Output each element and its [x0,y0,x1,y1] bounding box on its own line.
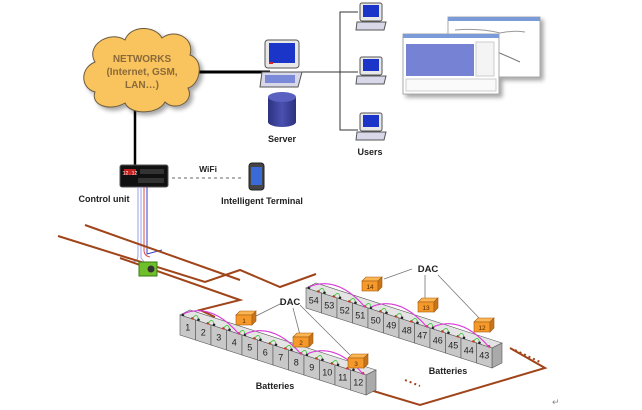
battery-cell-number: 44 [464,346,474,356]
user-computer-icon [355,56,387,85]
terminal-neg [197,318,200,322]
server-label: Server [268,134,297,144]
users-label: Users [357,147,382,157]
battery-cell-number: 46 [433,336,443,346]
control-unit-icon [119,164,169,188]
dac-module-number: 3 [354,361,358,368]
terminal-neg [321,358,324,362]
jumper-cable [370,303,428,328]
batteries-label-right: Batteries [429,366,468,376]
terminal-neg [323,291,326,295]
terminal-neg [228,328,231,332]
battery-string-right: 54 53 52 51 50 49 48 47 46 45 44 43 [305,282,503,369]
terminal-neg [385,311,388,315]
battery-cell-number: 7 [278,353,283,363]
control-unit-display: 12.12 [122,171,137,177]
terminal-neg [478,341,481,345]
users-bus [339,11,358,131]
battery-cell [476,342,493,369]
terminal-neg [462,336,466,340]
network-label-line2: (Internet, GSM, [106,67,177,78]
dac-module-icon: 12 [473,317,495,333]
battery-cell-number: 49 [386,321,396,331]
terminal-neg [447,331,450,335]
control-unit-label: Control unit [79,194,130,204]
bus-wires [57,224,548,407]
battery-cell-number: 54 [309,296,319,306]
dac-module-number: 13 [422,305,430,312]
dac-label-right: DAC [418,264,439,275]
batteries-label-left: Batteries [256,381,295,391]
network-label-line3: LAN…) [125,80,159,91]
battery-cell-number: 10 [322,368,332,378]
terminal-neg [352,368,355,372]
dac-callout-lines [253,268,482,356]
current-sensor-icon [138,261,158,277]
network-label-line1: NETWORKS [113,54,172,65]
battery-cell-number: 9 [309,363,314,373]
battery-cell-number: 6 [263,348,268,358]
monitoring-software-screenshot [402,16,541,95]
dac-label-left: DAC [280,297,301,308]
battery-cell-number: 3 [216,333,221,343]
dac-module-number: 2 [299,340,303,347]
terminal-neg [400,316,404,320]
dac-module-icon: 1 [235,310,257,326]
battery-cell-number: 8 [294,358,299,368]
dac-module-number: 14 [366,284,374,291]
dac-module-icon: 14 [361,276,383,292]
jumper-cable [432,323,490,348]
user-computer-icon [355,112,387,141]
intelligent-terminal-label: Intelligent Terminal [221,196,303,206]
jumper-cable [244,330,302,355]
server-database-icon [268,92,296,127]
battery-cell-number: 53 [324,301,334,311]
dac-module-icon: 13 [417,297,439,313]
terminal-neg [336,363,340,367]
battery-cell-number: 51 [355,311,365,321]
battery-cell-number: 47 [417,331,427,341]
battery-cell-number: 11 [338,373,347,383]
terminal-neg [354,301,357,305]
terminal-neg [338,296,342,300]
dac-module-icon: 2 [292,332,314,348]
battery-cell-number: 12 [353,378,363,388]
battery-cell-number: 4 [232,338,237,348]
terminal-neg [259,338,262,342]
wifi-label: WiFi [199,164,217,174]
battery-cell-number: 1 [185,323,190,333]
battery-cell-number: 2 [201,328,206,338]
battery-cell-number: 43 [479,351,489,361]
battery-cell [350,369,367,396]
terminal-neg [290,348,293,352]
battery-cell-number: 50 [371,316,381,326]
terminal-neg [212,323,216,327]
paragraph-mark: ↵ [552,397,560,407]
server-computer-icon [259,39,303,88]
smartphone-icon [248,162,265,191]
jumper-cable [182,310,240,335]
battery-cell-number: 5 [247,343,252,353]
dac-module-icon: 3 [347,353,369,369]
network-cloud [83,28,200,113]
jumper-cable [306,350,364,375]
terminal-neg [416,321,419,325]
terminal-neg [274,343,278,347]
jumper-cable [308,283,366,308]
battery-cell-number: 45 [448,341,458,351]
dac-module-number: 1 [242,318,246,325]
dac-module-number: 12 [478,325,486,332]
battery-cell-number: 48 [402,326,412,336]
battery-cell-number: 52 [340,306,350,316]
user-computer-icon [355,2,387,31]
